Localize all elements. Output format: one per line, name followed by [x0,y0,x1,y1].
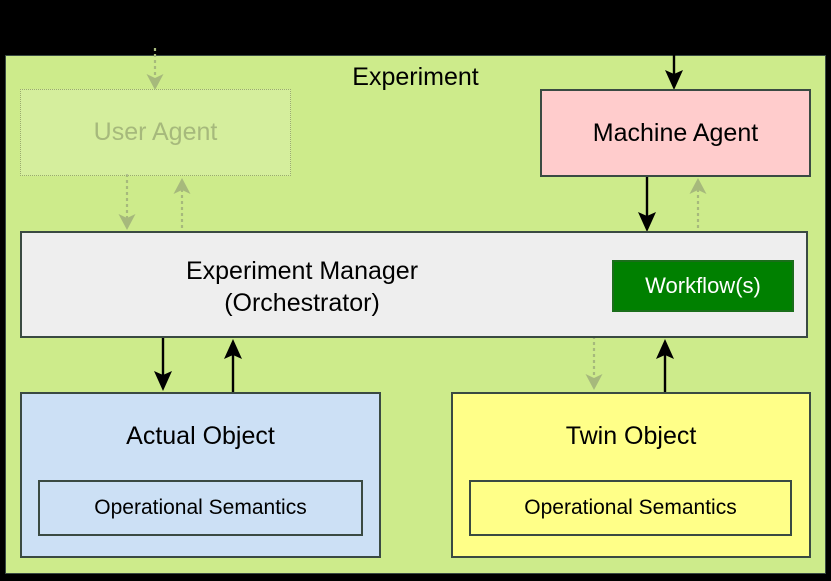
experiment-manager-label: Experiment Manager (Orchestrator) [22,255,582,319]
arrow-user-agent-to-manager [113,174,141,234]
arrow-manager-to-user-agent [168,174,196,234]
arrow-manager-to-twin-object [580,336,608,394]
actual-object-operational-semantics[interactable]: Operational Semantics [38,480,363,536]
arrow-manager-to-actual-object [149,336,177,394]
experiment-manager-line1: Experiment Manager [185,257,419,285]
machine-agent-label: Machine Agent [592,118,759,147]
node-user-agent[interactable]: User Agent [20,89,291,176]
twin-object-operational-semantics-label: Operational Semantics [524,496,737,519]
workflows-label: Workflow(s) [645,273,761,298]
node-workflows[interactable]: Workflow(s) [612,260,794,312]
experiment-manager-line2: (Orchestrator) [224,289,380,317]
user-agent-label: User Agent [93,118,218,146]
actual-object-operational-semantics-label: Operational Semantics [94,496,307,519]
twin-object-label: Twin Object [565,422,697,450]
twin-object-operational-semantics[interactable]: Operational Semantics [469,480,792,536]
arrow-manager-to-machine-agent [684,174,712,234]
arrow-external-to-machine-agent [660,40,688,92]
actual-object-label: Actual Object [126,422,275,450]
arrow-external-to-user-agent [141,48,169,96]
arrow-twin-object-to-manager [651,336,679,394]
node-machine-agent[interactable]: Machine Agent [540,89,811,177]
experiment-title: Experiment [352,63,479,91]
arrow-actual-object-to-manager [219,336,247,394]
node-twin-object[interactable]: Twin Object Operational Semantics [451,392,811,558]
node-actual-object[interactable]: Actual Object Operational Semantics [20,392,381,558]
node-experiment-manager[interactable]: Experiment Manager (Orchestrator) Workfl… [20,231,808,338]
arrow-machine-agent-to-manager [633,175,661,235]
